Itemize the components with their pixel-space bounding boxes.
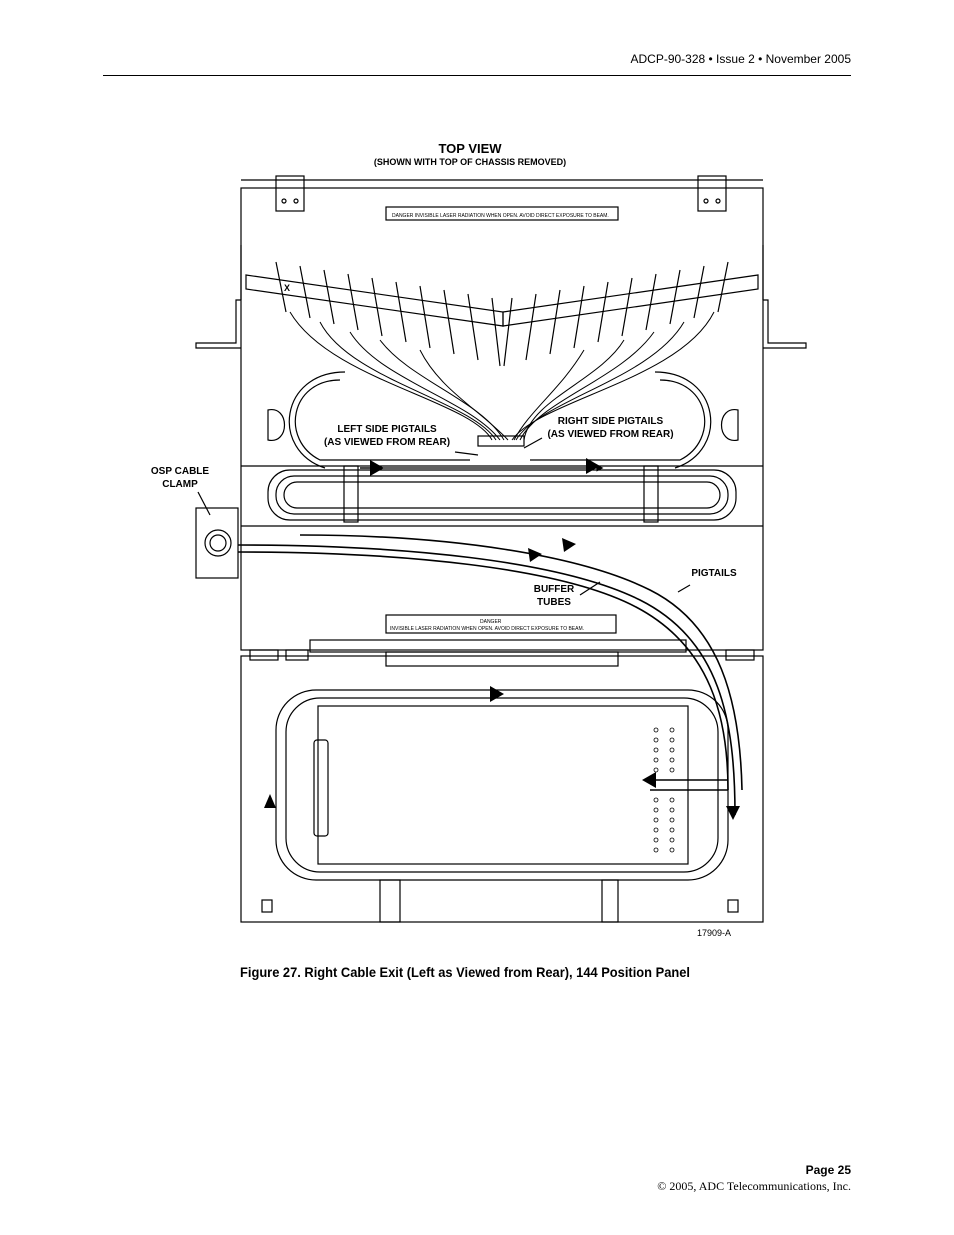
danger-label-top-text: DANGER INVISIBLE LASER RADIATION WHEN OP… bbox=[392, 213, 609, 219]
label-right-pigtails: RIGHT SIDE PIGTAILS (AS VIEWED FROM REAR… bbox=[538, 415, 683, 441]
fiber-spool bbox=[267, 469, 737, 521]
label-buffer-tubes: BUFFER TUBES bbox=[522, 583, 586, 609]
slack-loop-right bbox=[530, 379, 706, 461]
document-header: ADCP-90-328 • Issue 2 • November 2005 bbox=[630, 52, 851, 66]
chassis-lower-frame bbox=[240, 655, 764, 923]
label-osp-clamp-l2: CLAMP bbox=[162, 479, 198, 490]
danger-label-top bbox=[385, 206, 619, 221]
danger-label-mid-text: INVISIBLE LASER RADIATION WHEN OPEN. AVO… bbox=[390, 626, 584, 632]
top-view-heading: TOP VIEW (SHOWN WITH TOP OF CHASSIS REMO… bbox=[300, 141, 640, 167]
inner-window bbox=[317, 705, 689, 865]
adapter-bracket-right bbox=[502, 274, 759, 327]
x-mark: X bbox=[284, 283, 290, 293]
copyright: © 2005, ADC Telecommunications, Inc. bbox=[657, 1179, 851, 1193]
danger-label-mid-title: DANGER bbox=[480, 619, 502, 625]
mount-holes bbox=[653, 727, 675, 853]
hinge-right bbox=[697, 175, 727, 212]
osp-cable-clamp bbox=[195, 507, 239, 579]
header-rule bbox=[103, 75, 851, 76]
slack-loop-left bbox=[294, 379, 470, 461]
label-osp-clamp-l1: OSP CABLE bbox=[150, 466, 210, 477]
connectors-left bbox=[275, 261, 501, 367]
label-left-pigtails-l1: LEFT SIDE PIGTAILS bbox=[337, 424, 437, 435]
label-left-pigtails: LEFT SIDE PIGTAILS (AS VIEWED FROM REAR) bbox=[322, 423, 452, 449]
top-view-title: TOP VIEW bbox=[438, 141, 502, 156]
label-buffer-tubes-l1: BUFFER bbox=[533, 584, 575, 595]
figure-id: 17909-A bbox=[697, 928, 732, 938]
label-left-pigtails-l2: (AS VIEWED FROM REAR) bbox=[323, 437, 451, 448]
label-right-pigtails-l2: (AS VIEWED FROM REAR) bbox=[547, 429, 674, 440]
lower-fiber-loop bbox=[275, 689, 729, 881]
page-number: Page 25 bbox=[805, 1163, 851, 1177]
flow-arrows bbox=[264, 458, 740, 820]
danger-label-mid bbox=[385, 614, 617, 634]
label-right-pigtails-l1: RIGHT SIDE PIGTAILS bbox=[557, 416, 664, 427]
figure-caption: Figure 27. Right Cable Exit (Left as Vie… bbox=[240, 964, 690, 980]
connectors-right bbox=[503, 261, 729, 367]
label-osp-clamp: OSP CABLE CLAMP bbox=[140, 465, 220, 491]
label-pigtails: PIGTAILS bbox=[691, 568, 737, 579]
top-view-subtitle: (SHOWN WITH TOP OF CHASSIS REMOVED) bbox=[373, 157, 567, 167]
pigtail-fan bbox=[289, 311, 715, 441]
label-buffer-tubes-l2: TUBES bbox=[537, 597, 571, 608]
hinge-left bbox=[275, 175, 305, 212]
chassis-upper-frame bbox=[240, 187, 764, 651]
